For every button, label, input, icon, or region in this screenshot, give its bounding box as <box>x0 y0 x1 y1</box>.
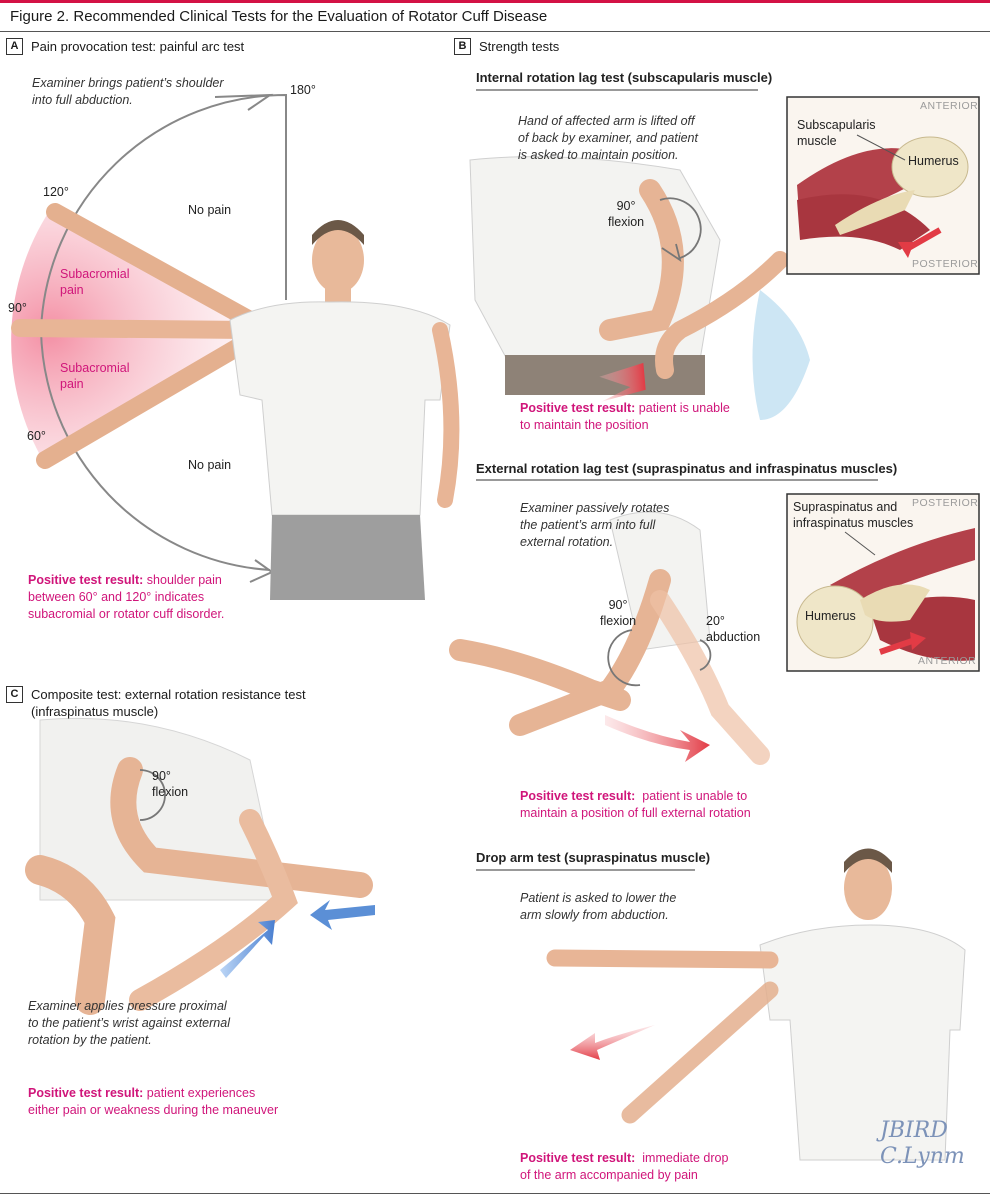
panel-a-heading: Pain provocation test: painful arc test <box>31 39 245 54</box>
inset2-posterior: POSTERIOR <box>912 497 979 509</box>
inset1-anterior: ANTERIOR <box>920 100 979 112</box>
patient-forearm-c <box>110 757 373 898</box>
panel-c-flexion-label: 90° flexion <box>152 769 189 799</box>
title-divider <box>0 31 990 32</box>
figure-title: Figure 2. Recommended Clinical Tests for… <box>10 8 548 25</box>
external-rotation-illustration <box>449 511 770 765</box>
angle-120: 120° <box>43 185 69 199</box>
drop-arm-heading: Drop arm test (supraspinatus muscle) <box>476 850 711 865</box>
arm-90 <box>11 319 259 339</box>
panel-c-header: C Composite test: external rotation resi… <box>6 686 306 720</box>
external-positive-label: Positive test result: <box>520 789 636 803</box>
panel-a-letter: A <box>6 38 23 55</box>
artist-signature: JBIRD C.Lynm <box>880 1118 965 1169</box>
internal-rotation-heading: Internal rotation lag test (subscapulari… <box>476 70 773 85</box>
arc-arrowhead-bottom <box>249 559 275 583</box>
internal-positive-text: patient is unable to maintain the positi… <box>520 401 730 432</box>
examiner-arm-internal <box>655 251 789 379</box>
inset1-muscle-label: Subscapularis muscle <box>797 118 876 148</box>
panel-a-instruction: Examiner brings patient’s shoulder into … <box>32 76 224 107</box>
panel-c-instruction: Examiner applies pressure proximal to th… <box>28 999 230 1047</box>
external-flexion-label: 90° flexion <box>600 598 637 628</box>
arm-60 <box>36 331 259 469</box>
patient-a-head <box>312 227 364 293</box>
inset2-bone-label: Humerus <box>805 609 856 623</box>
inset1-bone-label: Humerus <box>908 154 959 168</box>
panel-c-letter: C <box>6 686 23 703</box>
red-arrow-external <box>605 715 710 762</box>
zone-pain-lower: Subacromial pain <box>60 361 130 391</box>
internal-flexion-label: 90° flexion <box>608 199 645 229</box>
blue-arrow-left <box>310 900 375 930</box>
drop-positive-result: Positive test result: immediate drop of … <box>520 1150 728 1184</box>
patient-a-shirt <box>229 301 451 516</box>
external-rotation-heading: External rotation lag test (supraspinatu… <box>476 461 898 476</box>
patient-drop-shirt <box>759 924 966 1161</box>
panel-c-positive-label: Positive test result: <box>28 1086 144 1100</box>
angle-180: 180° <box>290 83 316 97</box>
red-arrow-internal <box>599 362 646 402</box>
internal-positive-result: Positive test result: patient is unable … <box>520 400 730 434</box>
zone-no-pain-lower: No pain <box>188 458 232 472</box>
panel-a-positive-label: Positive test result: <box>28 573 144 587</box>
internal-positive-label: Positive test result: <box>520 401 636 415</box>
internal-rotation-instruction: Hand of affected arm is lifted off of ba… <box>518 114 698 162</box>
examiner-arm-c <box>129 809 298 1011</box>
angle-90: 90° <box>8 301 27 315</box>
external-abduction-label: 20° abduction <box>706 614 761 644</box>
drop-positive-text: immediate drop of the arm accompanied by… <box>520 1151 729 1182</box>
bottom-divider <box>0 1193 990 1194</box>
panel-b-heading: Strength tests <box>479 39 560 54</box>
external-positive-result: Positive test result: patient is unable … <box>520 788 751 822</box>
drop-arm-illustration <box>546 848 966 1161</box>
panel-a-illustration <box>11 93 460 600</box>
angle-60: 60° <box>27 429 46 443</box>
arm-120 <box>46 203 259 329</box>
panel-b-letter: B <box>454 38 471 55</box>
supraspinatus-inset <box>786 493 980 672</box>
top-accent-bar <box>0 0 990 3</box>
panel-a-positive-result: Positive test result: shoulder pain betw… <box>28 572 224 623</box>
internal-rotation-illustration <box>469 156 810 420</box>
external-rotation-instruction: Examiner passively rotates the patient’s… <box>520 501 670 549</box>
drop-arm-instruction: Patient is asked to lower the arm slowly… <box>520 891 677 922</box>
blue-arrow-upward <box>220 920 275 978</box>
zone-no-pain-upper: No pain <box>188 203 232 217</box>
zone-pain-upper: Subacromial pain <box>60 267 130 297</box>
inset2-anterior: ANTERIOR <box>918 655 977 667</box>
panel-c-heading: Composite test: external rotation resist… <box>31 687 306 719</box>
patient-drop-head <box>844 856 892 920</box>
arm-dropped <box>621 981 779 1124</box>
panel-a-header: A Pain provocation test: painful arc tes… <box>6 38 244 55</box>
external-positive-text: patient is unable to maintain a position… <box>520 789 751 820</box>
examiner-arm-external <box>449 639 631 711</box>
arc-arrowhead-top <box>214 93 274 111</box>
patient-a-pants <box>270 515 425 600</box>
inset2-muscle-label: Supraspinatus and infraspinatus muscles <box>793 500 914 530</box>
subscapularis-inset <box>786 96 980 275</box>
panel-c-illustration <box>25 717 375 1015</box>
panel-c-positive-text: patient experiences either pain or weakn… <box>28 1086 279 1117</box>
drop-positive-label: Positive test result: <box>520 1151 636 1165</box>
red-arrow-drop <box>570 1025 655 1060</box>
patient-arm-internal <box>599 179 684 341</box>
arm-abducted <box>546 949 779 969</box>
panel-a-positive-text: shoulder pain between 60° and 120° indic… <box>28 573 225 621</box>
inset1-posterior: POSTERIOR <box>912 258 979 270</box>
panel-c-positive-result: Positive test result: patient experience… <box>28 1085 278 1119</box>
panel-b-header: B Strength tests <box>454 38 559 55</box>
